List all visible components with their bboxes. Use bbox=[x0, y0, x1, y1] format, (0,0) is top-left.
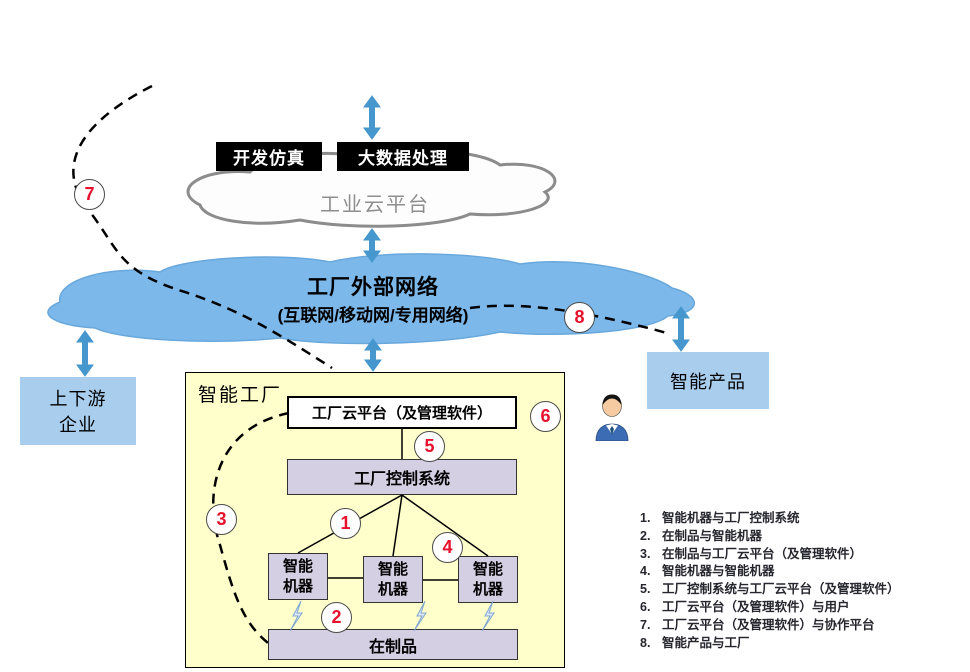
badge-6-number: 6 bbox=[540, 406, 551, 426]
factory-control-system-box: 工厂控制系统 bbox=[287, 459, 517, 495]
smart-machine-label-3: 智能机器 bbox=[472, 561, 503, 598]
legend-text-4: 智能机器与智能机器 bbox=[662, 564, 775, 579]
arrow-cloud-to-network bbox=[363, 228, 381, 263]
arrow-network-to-factory bbox=[364, 338, 382, 372]
smart-factory-title: 智能工厂 bbox=[198, 384, 283, 406]
badge-2-number: 2 bbox=[331, 607, 342, 627]
products-label: 智能产品 bbox=[670, 371, 746, 393]
legend-text-2: 在制品与智能机器 bbox=[662, 528, 763, 543]
legend-num-1: 1. bbox=[640, 511, 651, 525]
legend-text-5: 工厂控制系统与工厂云平台（及管理软件） bbox=[662, 582, 900, 597]
legend-num-6: 6. bbox=[640, 599, 651, 614]
legend-item-2: 2. 在制品与智能机器 bbox=[640, 528, 965, 546]
badge-3: 3 bbox=[206, 504, 237, 535]
legend-item-4: 4. 智能机器与智能机器 bbox=[640, 563, 965, 581]
work-in-progress-box: 在制品 bbox=[268, 629, 518, 660]
partners-box: 上下游企业 bbox=[20, 377, 136, 445]
legend-item-5: 5. 工厂控制系统与工厂云平台（及管理软件） bbox=[640, 581, 965, 599]
factory-cloud-platform-box: 工厂云平台（及管理软件） bbox=[287, 396, 517, 429]
legend-text-3: 在制品与工厂云平台（及管理软件） bbox=[662, 546, 863, 561]
legend-item-3: 3. 在制品与工厂云平台（及管理软件） bbox=[640, 546, 965, 564]
factory-cloud-platform-label: 工厂云平台（及管理软件） bbox=[311, 405, 492, 422]
big-data-box: 大数据处理 bbox=[337, 142, 469, 171]
smart-machine-box-1: 智能机器 bbox=[268, 553, 328, 600]
smart-machine-label-2: 智能机器 bbox=[377, 561, 408, 598]
badge-7-number: 7 bbox=[84, 184, 95, 204]
badge-3-number: 3 bbox=[216, 509, 227, 529]
arrow-network-to-partners bbox=[76, 330, 94, 377]
badge-8: 8 bbox=[564, 302, 595, 333]
big-data-label: 大数据处理 bbox=[358, 149, 448, 168]
legend-item-1: 1. 智能机器与工厂控制系统 bbox=[640, 510, 965, 528]
legend-text-1: 智能机器与工厂控制系统 bbox=[662, 511, 800, 525]
legend-text-8: 智能产品与工厂 bbox=[662, 635, 750, 650]
industrial-cloud-label: 工业云平台 bbox=[320, 192, 430, 216]
legend-num-3: 3. bbox=[640, 546, 651, 561]
legend-num-2: 2. bbox=[640, 528, 651, 543]
dev-simulation-box: 开发仿真 bbox=[216, 142, 322, 171]
factory-control-system-label: 工厂控制系统 bbox=[353, 471, 450, 488]
smart-machine-box-2: 智能机器 bbox=[363, 556, 423, 603]
badge-6: 6 bbox=[530, 401, 561, 432]
badge-7: 7 bbox=[74, 179, 105, 210]
legend: 1. 智能机器与工厂控制系统 2. 在制品与智能机器 3. 在制品与工厂云平台（及管理… bbox=[640, 510, 965, 652]
smart-machine-box-3: 智能机器 bbox=[458, 556, 518, 603]
badge-5: 5 bbox=[414, 431, 445, 462]
products-box: 智能产品 bbox=[647, 352, 769, 409]
badge-5-number: 5 bbox=[424, 436, 435, 456]
legend-item-7: 7. 工厂云平台（及管理软件）与协作平台 bbox=[640, 617, 965, 635]
legend-text-6: 工厂云平台（及管理软件）与用户 bbox=[662, 599, 850, 614]
legend-text-7: 工厂云平台（及管理软件）与协作平台 bbox=[662, 617, 875, 632]
legend-num-5: 5. bbox=[640, 582, 651, 597]
partners-label: 上下游企业 bbox=[49, 389, 107, 436]
badge-2: 2 bbox=[321, 602, 352, 633]
legend-num-8: 8. bbox=[640, 635, 651, 650]
external-network-title: 工厂外部网络 bbox=[307, 276, 439, 299]
legend-item-6: 6. 工厂云平台（及管理软件）与用户 bbox=[640, 599, 965, 617]
badge-4-number: 4 bbox=[442, 537, 453, 557]
smart-machine-label-1: 智能机器 bbox=[282, 558, 313, 595]
badge-8-number: 8 bbox=[574, 307, 585, 327]
badge-4: 4 bbox=[432, 532, 463, 563]
legend-num-7: 7. bbox=[640, 617, 651, 632]
work-in-progress-label: 在制品 bbox=[368, 638, 417, 656]
external-network-subtitle: (互联网/移动网/专用网络) bbox=[277, 306, 469, 325]
arrow-network-to-products bbox=[672, 306, 690, 352]
badge-1: 1 bbox=[330, 508, 361, 539]
badge-1-number: 1 bbox=[340, 513, 351, 533]
dev-simulation-label: 开发仿真 bbox=[233, 149, 305, 168]
user-avatar bbox=[592, 389, 632, 442]
legend-num-4: 4. bbox=[640, 564, 651, 579]
legend-item-8: 8. 智能产品与工厂 bbox=[640, 635, 965, 653]
user-icon bbox=[595, 394, 629, 442]
arrow-apps-to-top bbox=[363, 95, 381, 140]
